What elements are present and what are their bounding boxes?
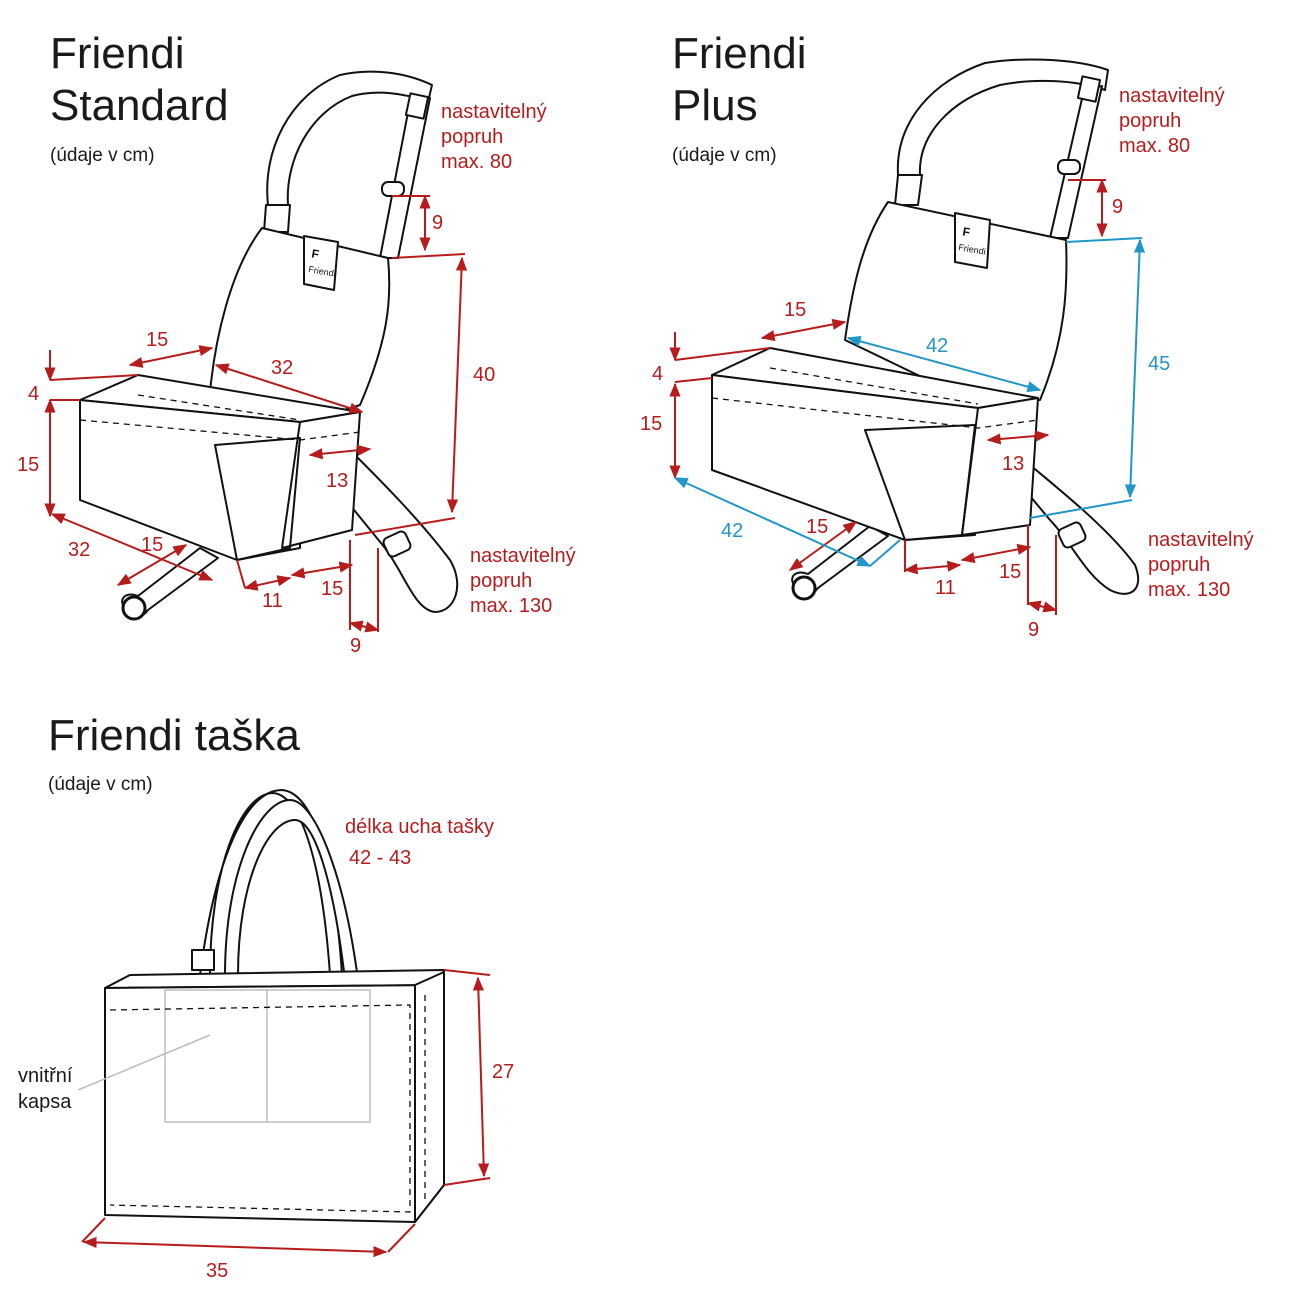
plus-strap-ring	[1057, 159, 1081, 175]
bag-labels: délka ucha tašky 42 - 43 27 35 vnitřní k…	[18, 816, 514, 1282]
plus-dimensions	[669, 178, 1146, 615]
plus-dim-base-width: 42	[721, 520, 743, 542]
bag-handle-note: délka ucha tašky	[345, 816, 494, 838]
standard-note-bottom-3: max. 130	[470, 595, 552, 617]
plus-dimension-labels: 9 45 15 42 4 15 13 42 15 11 15 9 nastavi…	[640, 85, 1254, 641]
plus-unit-note: (údaje v cm)	[672, 145, 777, 166]
plus-dim-inner-width: 42	[926, 335, 948, 357]
standard-shoulder-strap	[266, 70, 433, 206]
plus-strap-left-end	[894, 174, 923, 206]
standard-dim-inner-width: 32	[271, 357, 293, 379]
bag-side	[414, 971, 445, 1223]
plus-note-top-1: nastavitelný	[1119, 85, 1225, 107]
bag-title: Friendi taška	[48, 711, 300, 760]
standard-dim-front-height: 15	[17, 454, 39, 476]
standard-logo-mark-icon: F	[310, 246, 320, 261]
bag-front	[104, 984, 445, 1223]
bag-pocket-note-2: kapsa	[18, 1091, 72, 1113]
standard-dim-side-height: 4	[28, 383, 39, 405]
standard-drawing	[79, 70, 459, 621]
standard-strap-ring	[381, 181, 405, 197]
standard-note-bottom-2: popruh	[470, 570, 532, 592]
standard-note-top-2: popruh	[441, 126, 503, 148]
standard-dim-pocket-base: 11	[262, 590, 283, 612]
plus-drawing	[711, 58, 1140, 601]
plus-strap-buckle	[1076, 75, 1102, 103]
plus-dim-base-depth: 15	[806, 516, 828, 538]
plus-bottom-buckle	[1057, 521, 1087, 549]
standard-box-front	[79, 399, 301, 561]
bag-dimensions	[81, 969, 491, 1258]
plus-note-bottom-1: nastavitelný	[1148, 529, 1254, 551]
plus-dim-right-depth: 15	[999, 561, 1021, 583]
plus-logo-text: Friendi	[958, 242, 987, 257]
standard-pocket	[214, 437, 301, 561]
standard-note-top-1: nastavitelný	[441, 101, 547, 123]
standard-strap-buckle	[404, 92, 430, 120]
standard-strap-left-end	[263, 204, 291, 233]
plus-dim-front-height: 15	[640, 413, 662, 435]
bag-handle-clip	[191, 949, 215, 971]
plus-note-bottom-2: popruh	[1148, 554, 1210, 576]
plus-title-line2: Plus	[672, 81, 758, 130]
standard-dim-strap-drop: 9	[432, 212, 443, 234]
bag-drawing	[104, 789, 445, 1223]
standard-logo-tag	[303, 235, 339, 291]
plus-logo-tag	[954, 212, 991, 269]
plus-dim-top-depth: 15	[784, 299, 806, 321]
standard-dimension-labels: 9 40 15 32 4 15 13 32 15 11 15 9 nastavi…	[17, 101, 576, 657]
plus-dim-strap-bottom: 9	[1028, 619, 1039, 641]
bag-dim-width: 35	[206, 1260, 228, 1282]
standard-dim-base-width: 32	[68, 539, 90, 561]
plus-title-line1: Friendi	[672, 29, 807, 78]
standard-handle-loop	[121, 595, 147, 621]
plus-dim-pocket-base: 11	[935, 577, 956, 599]
standard-dim-strap-bottom: 9	[350, 635, 361, 657]
standard-title-line2: Standard	[50, 81, 229, 130]
bag-pocket-leader	[77, 1034, 211, 1091]
plus-note-top-3: max. 80	[1119, 135, 1190, 157]
standard-dim-pocket: 13	[326, 470, 348, 492]
standard-seam-dash	[79, 419, 361, 441]
plus-pocket	[864, 424, 976, 541]
standard-logo-text: Friendi	[308, 264, 337, 279]
bag-unit-note: (údaje v cm)	[48, 774, 153, 795]
standard-unit-note: (údaje v cm)	[50, 145, 155, 166]
standard-note-top-3: max. 80	[441, 151, 512, 173]
standard-dim-top-depth: 15	[146, 329, 168, 351]
standard-bottom-buckle	[382, 530, 412, 558]
plus-handle-loop	[791, 575, 817, 601]
standard-dim-right-depth: 15	[321, 578, 343, 600]
bag-pocket-note-1: vnitřní	[18, 1065, 73, 1087]
standard-note-bottom-1: nastavitelný	[470, 545, 576, 567]
plus-shoulder-strap	[896, 58, 1109, 176]
plus-logo-mark-icon: F	[961, 224, 971, 239]
standard-strap-right	[379, 97, 431, 259]
standard-title-line1: Friendi	[50, 29, 185, 78]
plus-seam-dash2	[769, 367, 979, 405]
bag-dim-height: 27	[492, 1061, 514, 1083]
plus-seam-dash	[711, 397, 1039, 429]
standard-dimensions	[44, 194, 468, 633]
standard-dim-back-height: 40	[473, 364, 495, 386]
plus-dim-back-height: 45	[1148, 353, 1170, 375]
bag-handle-length: 42 - 43	[349, 847, 411, 869]
plus-dim-pocket: 13	[1002, 453, 1024, 475]
plus-note-bottom-3: max. 130	[1148, 579, 1230, 601]
plus-dim-strap-drop: 9	[1112, 196, 1123, 218]
plus-note-top-2: popruh	[1119, 110, 1181, 132]
plus-dim-side-height: 4	[652, 363, 663, 385]
standard-dim-base-depth: 15	[141, 534, 163, 556]
